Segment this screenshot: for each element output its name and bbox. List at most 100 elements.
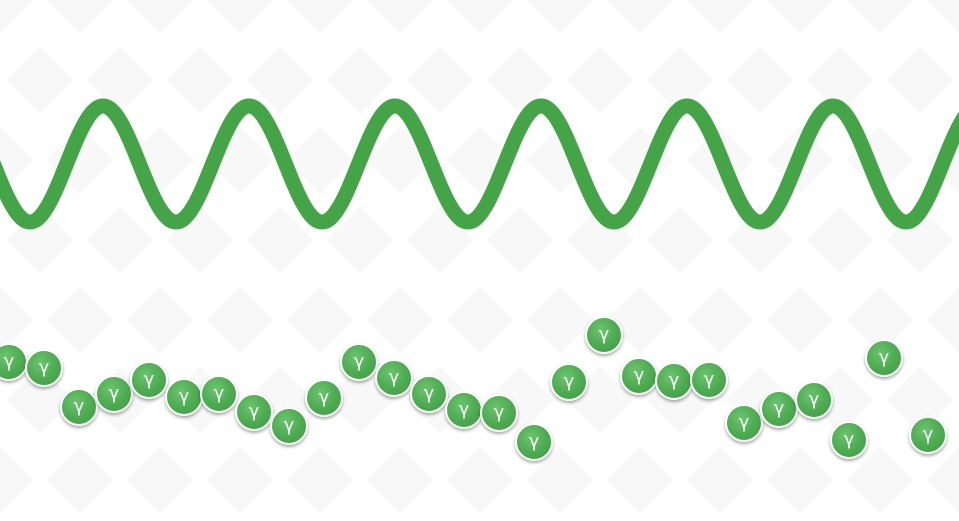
background-diamond [286,446,354,514]
gamma-symbol: γ [423,382,435,404]
photon-particle: γ [550,363,588,401]
background-diamond [926,0,959,33]
gamma-symbol: γ [353,350,365,372]
photon-particle: γ [60,388,98,426]
background-diamond [726,206,794,274]
background-diamond [526,0,594,34]
background-diamond [686,286,754,354]
background-diamond [646,206,714,274]
background-diamond [846,446,914,514]
gamma-symbol: γ [38,356,50,378]
photon-particle: γ [830,421,868,459]
photon-particle: γ [270,407,308,445]
photon-particle: γ [410,375,448,413]
photon-particle: γ [690,361,728,399]
gamma-symbol: γ [598,323,610,345]
background-diamond [566,46,634,114]
background-diamond [806,206,874,274]
background-diamond [766,0,834,34]
background-diamond [46,286,114,354]
photon-particle: γ [795,381,833,419]
gamma-symbol: γ [878,346,890,368]
gamma-symbol: γ [773,397,785,419]
background-diamond [766,446,834,514]
background-diamond [326,46,394,114]
background-diamond [326,206,394,274]
gamma-symbol: γ [108,382,120,404]
background-diamond [0,126,34,194]
background-diamond [0,286,34,354]
background-diamond [766,286,834,354]
background-diamond [86,206,154,274]
background-diamond [286,126,354,194]
background-diamond [206,0,274,34]
background-diamond [646,46,714,114]
photon-particle: γ [130,361,168,399]
photon-particle: γ [375,359,413,397]
background-diamond [926,447,959,513]
gamma-symbol: γ [738,411,750,433]
background-diamond [246,46,314,114]
background-diamond [246,206,314,274]
gamma-symbol: γ [283,414,295,436]
gamma-symbol: γ [73,395,85,417]
background-diamond [286,0,354,34]
gamma-symbol: γ [808,388,820,410]
gamma-symbol: γ [143,368,155,390]
background-diamond [166,46,234,114]
background-diamond [446,446,514,514]
photon-particle: γ [725,404,763,442]
gamma-symbol: γ [248,400,260,422]
background-diamond [886,366,954,434]
photon-particle: γ [865,339,903,377]
photon-particle: γ [585,316,623,354]
gamma-symbol: γ [703,368,715,390]
gamma-symbol: γ [633,364,645,386]
photon-particle: γ [305,379,343,417]
photon-particle: γ [165,378,203,416]
photon-particle: γ [515,423,553,461]
gamma-symbol: γ [493,401,505,423]
background-diamond [206,446,274,514]
background-diamond [286,286,354,354]
light-wave [0,98,959,230]
background-diamond [446,286,514,354]
gamma-symbol: γ [668,369,680,391]
gamma-symbol: γ [922,423,934,445]
background-diamond [526,286,594,354]
photon-particle: γ [95,375,133,413]
background-diamond [366,286,434,354]
background-diamond [6,46,74,114]
background-diamond [606,286,674,354]
background-diamond [86,46,154,114]
background-diamond [486,206,554,274]
background-diamond [806,46,874,114]
background-diamond [366,446,434,514]
background-diamond [886,46,954,114]
photon-particle: γ [200,375,238,413]
background-diamond [6,366,74,434]
background-diamond [0,446,34,514]
gamma-symbol: γ [528,430,540,452]
photon-particle: γ [620,357,658,395]
background-diamond [206,286,274,354]
gamma-symbol: γ [843,428,855,450]
gamma-symbol: γ [318,386,330,408]
background-diamond [726,46,794,114]
background-diamond [46,0,114,34]
gamma-symbol: γ [388,366,400,388]
background-diamond [486,46,554,114]
background-diamond [126,286,194,354]
background-diamond [46,446,114,514]
photon-particle: γ [760,390,798,428]
background-diamond [446,0,514,34]
photon-particle: γ [235,393,273,431]
photon-particle: γ [445,391,483,429]
photon-particle: γ [909,416,947,454]
gamma-symbol: γ [213,382,225,404]
photon-particle: γ [480,394,518,432]
gamma-symbol: γ [563,370,575,392]
